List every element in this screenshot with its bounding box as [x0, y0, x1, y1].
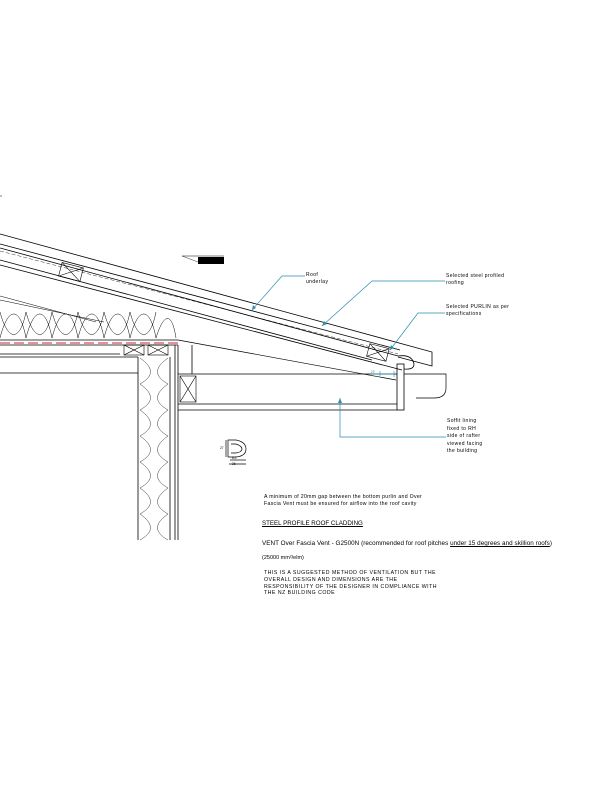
disclaimer-line: THIS IS A SUGGESTED METHOD OF VENTILATIO…	[264, 570, 437, 576]
rafter-line	[0, 264, 403, 371]
ceiling-joist	[0, 339, 178, 355]
detail-dim-a: 27	[220, 446, 224, 450]
callout-line: Selected PURLIN as per	[446, 304, 510, 310]
detail-dim-b: 8.5	[232, 456, 237, 460]
vent-dim-ticks	[379, 371, 395, 377]
callout-line: underlay	[306, 279, 329, 285]
external-wall	[0, 345, 193, 540]
purlin-top	[58, 262, 84, 282]
note-line: Fascia Vent must be ensured for airflow …	[264, 500, 417, 507]
soffit-rafter	[177, 339, 397, 381]
callout-line: side of rafter	[447, 433, 481, 439]
detail-dim-c: 26	[232, 462, 236, 466]
disclaimer-line: RESPONSIBILITY OF THE DESIGNER IN COMPLI…	[264, 583, 438, 590]
pitch-indicator	[181, 255, 224, 264]
soffit-lining	[178, 373, 397, 411]
callout-purlin: Selected PURLIN as per specifications	[446, 304, 509, 318]
callout-line: roofing	[446, 280, 465, 286]
fascia-board	[396, 363, 405, 411]
top-plate	[123, 344, 169, 356]
disclaimer-line: THE NZ BUILDING CODE	[264, 590, 336, 597]
ceiling-truss-lines	[0, 295, 105, 323]
gap-note: A minimum of 20mm gap between the bottom…	[264, 494, 422, 507]
callout-roof-underlay: Roof underlay	[306, 272, 328, 286]
disclaimer-line: OVERALL DESIGN AND DIMENSIONS ARE THE	[264, 576, 398, 583]
callout-line: Roof	[306, 272, 319, 278]
leader-lines	[251, 275, 446, 438]
section-title: STEEL PROFILE ROOF CLADDING	[262, 520, 363, 527]
callout-line: viewed facing	[447, 440, 483, 447]
gutter	[404, 373, 447, 399]
ceiling-insulation	[0, 311, 177, 339]
vent-dimension-label: 20	[371, 370, 375, 374]
airflow-rate: (25000 mm²/elm)	[262, 555, 304, 561]
over-fascia-vent	[397, 355, 415, 370]
wall-block	[179, 375, 197, 403]
note-line: A minimum of 20mm gap between the bottom…	[264, 494, 423, 500]
vent-spec-lead: VENT Over Fascia Vent - G2500N (recommen…	[262, 540, 451, 547]
callout-roofing: Selected steel profiled roofing	[446, 273, 504, 287]
vent-specification: VENT Over Fascia Vent - G2500N (recommen…	[262, 540, 552, 547]
callout-soffit: Soffit lining fixed to RH side of rafter…	[447, 418, 483, 456]
callout-line: fixed to RH	[447, 425, 477, 432]
wall-insulation	[139, 357, 169, 541]
callout-line: specifications	[446, 311, 482, 317]
purlin-eave	[366, 343, 390, 362]
leader-arrowheads	[252, 305, 394, 403]
callout-line: Selected steel profiled	[446, 273, 505, 279]
callout-line: Soffit lining	[447, 418, 477, 424]
underlay-line	[0, 250, 399, 355]
vent-spec-emphasis: under 15 degrees and skillion roofs	[450, 540, 550, 547]
vent-spec-tail: )	[549, 540, 552, 547]
callout-line: the building	[447, 448, 478, 454]
disclaimer: THIS IS A SUGGESTED METHOD OF VENTILATIO…	[264, 570, 437, 597]
vent-profile-detail	[225, 439, 247, 465]
